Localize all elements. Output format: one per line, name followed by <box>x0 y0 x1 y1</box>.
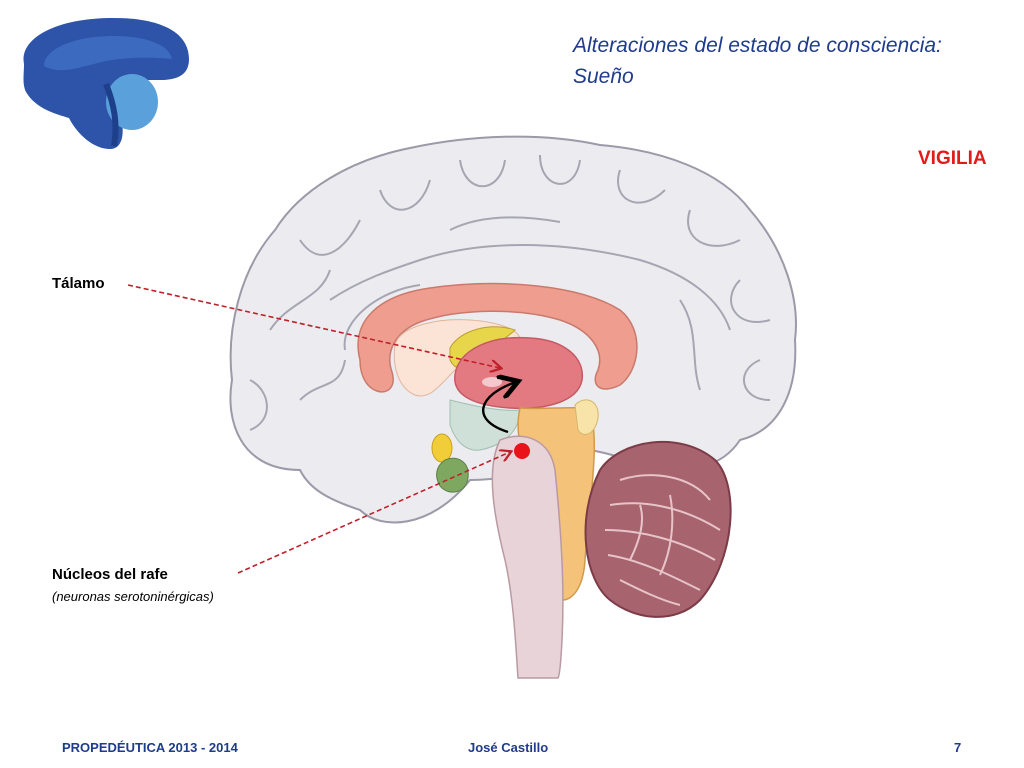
curved-arrow-icon <box>482 382 516 434</box>
state-label: VIGILIA <box>918 148 987 169</box>
pituitary <box>436 457 469 493</box>
footer-author: José Castillo <box>468 740 549 755</box>
thalamus <box>454 336 583 410</box>
rafe-pointer-line <box>237 452 510 574</box>
footer-course: PROPEDÉUTICA 2013 - 2014 <box>62 740 238 755</box>
pineal-area <box>574 399 599 435</box>
cerebellum <box>584 440 732 618</box>
corpus-callosum <box>357 282 638 393</box>
brainstem <box>491 435 564 679</box>
thalamus-highlight <box>482 377 502 387</box>
optic-chiasm <box>431 433 453 463</box>
talamo-label: Tálamo <box>52 275 105 292</box>
rafe-label: Núcleos del rafe <box>52 566 168 583</box>
hypothalamus <box>449 399 521 451</box>
footer-page-number: 7 <box>954 740 962 755</box>
rafe-sublabel: (neuronas serotoninérgicas) <box>52 589 214 604</box>
title-line-1: Alteraciones del estado de consciencia: <box>573 34 942 57</box>
brain-logo-icon <box>23 17 189 149</box>
raphe-nuclei-dot <box>514 443 530 459</box>
slide-title: Alteraciones del estado de consciencia: … <box>573 30 1013 92</box>
title-line-2: Sueño <box>573 65 634 88</box>
